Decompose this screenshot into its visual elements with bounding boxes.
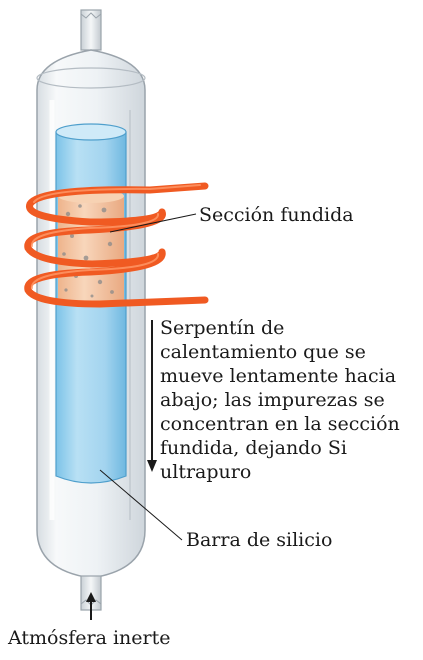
label-line: abajo; las impurezas se xyxy=(160,389,385,411)
label-atmosfera-inerte: Atmósfera inerte xyxy=(8,627,171,649)
up-arrow-icon xyxy=(86,592,96,620)
label-barra-de-silicio: Barra de silicio xyxy=(186,529,333,551)
label-seccion-fundida: Sección fundida xyxy=(199,204,354,226)
leader-line-barra xyxy=(99,469,183,541)
label-line: concentran en la sección xyxy=(160,413,400,435)
heating-coil-icon xyxy=(24,182,209,308)
top-pipe xyxy=(80,9,102,51)
label-line: mueve lentamente hacia xyxy=(160,365,397,387)
label-serpentin-de-calentamiento: Serpentín de calentamiento que se mueve … xyxy=(160,316,400,484)
molten-zone-icon xyxy=(58,189,124,306)
down-arrow-icon xyxy=(147,320,157,472)
label-line: calentamiento que se xyxy=(160,341,366,363)
label-line: ultrapuro xyxy=(160,461,252,483)
label-line: fundida, dejando Si xyxy=(160,437,347,459)
leader-line-fundida xyxy=(109,213,197,233)
label-line: Serpentín de xyxy=(160,317,285,339)
